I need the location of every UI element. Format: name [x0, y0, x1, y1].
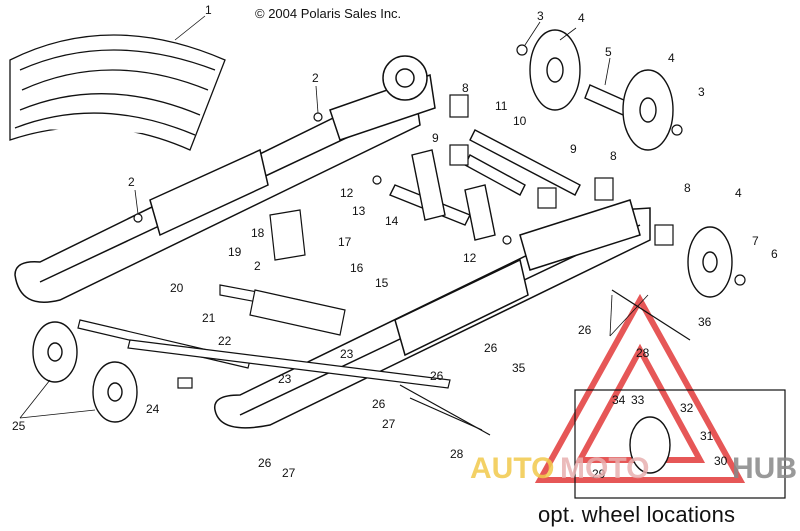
- callout-label: 6: [771, 247, 778, 261]
- callout-label: 29: [592, 467, 606, 481]
- callout-label: 26: [484, 341, 498, 355]
- callout-label: 35: [512, 361, 526, 375]
- callout-label: 23: [340, 347, 354, 361]
- callout-label: 27: [282, 466, 296, 480]
- callout-label: 30: [714, 454, 728, 468]
- callout-label: 8: [684, 181, 691, 195]
- callout-label: 18: [251, 226, 265, 240]
- callout-label: 32: [680, 401, 694, 415]
- callout-label: 33: [631, 393, 645, 407]
- idler-wheels: [32, 29, 733, 474]
- callout-label: 23: [278, 372, 292, 386]
- watermark-hub: HUB: [732, 452, 797, 485]
- callout-labels: 1 2 3 4 5 4 3 8 11 10 9 9 8 8 4 7 6 12 1…: [12, 3, 778, 481]
- callout-label: 4: [735, 186, 742, 200]
- callout-label: 19: [228, 245, 242, 259]
- callout-label: 27: [382, 417, 396, 431]
- callout-label: 28: [450, 447, 464, 461]
- callout-label: 25: [12, 419, 26, 433]
- callout-label: 2: [312, 71, 319, 85]
- callout-label: 11: [495, 99, 508, 113]
- callout-label: 9: [570, 142, 577, 156]
- callout-label: 24: [146, 402, 160, 416]
- callout-label: 1: [205, 3, 212, 17]
- callout-label: 28: [636, 346, 650, 360]
- callout-label: 4: [578, 11, 585, 25]
- callout-label: 4: [668, 51, 675, 65]
- watermark-auto: AUTO: [470, 452, 554, 485]
- callout-label: 12: [340, 186, 354, 200]
- callout-label: 7: [752, 234, 759, 248]
- callout-label: 13: [352, 204, 366, 218]
- left-rail: [14, 55, 436, 303]
- callout-label: 5: [605, 45, 612, 59]
- callout-label: 14: [385, 214, 399, 228]
- optional-wheel-box: [574, 389, 786, 499]
- callout-label: 10: [513, 114, 527, 128]
- callout-label: 8: [462, 81, 469, 95]
- caption-text: opt. wheel locations: [538, 502, 736, 527]
- cross-shafts: [389, 84, 636, 241]
- callout-label: 3: [537, 9, 544, 23]
- copyright-text: © 2004 Polaris Sales Inc.: [255, 6, 402, 21]
- callout-label: 16: [350, 261, 364, 275]
- track-part: [9, 34, 226, 151]
- callout-label: 26: [430, 369, 444, 383]
- callout-label: 8: [610, 149, 617, 163]
- hardware-parts: [77, 44, 746, 436]
- callout-label: 15: [375, 276, 389, 290]
- callout-label: 26: [372, 397, 386, 411]
- callout-label: 20: [170, 281, 184, 295]
- callout-label: 9: [432, 131, 439, 145]
- callout-label: 12: [463, 251, 477, 265]
- callout-label: 17: [338, 235, 352, 249]
- watermark-text: AUTO MOTO HUB: [470, 452, 797, 485]
- callout-label: 21: [202, 311, 216, 325]
- callout-label: 2: [128, 175, 135, 189]
- callout-label: 26: [578, 323, 592, 337]
- watermark-moto: MOTO: [560, 452, 649, 485]
- callout-label: 3: [698, 85, 705, 99]
- callout-label: 34: [612, 393, 626, 407]
- callout-label: 22: [218, 334, 232, 348]
- callout-label: 26: [258, 456, 272, 470]
- leader-lines: [19, 15, 649, 419]
- callout-label: 2: [254, 259, 261, 273]
- callout-label: 31: [700, 429, 714, 443]
- callout-label: 36: [698, 315, 712, 329]
